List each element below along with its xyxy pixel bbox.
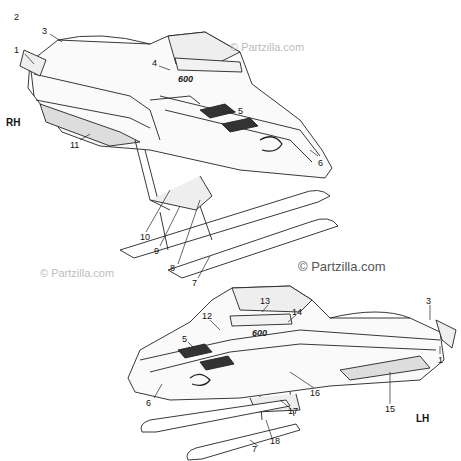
callout-number: 8	[170, 263, 175, 273]
rh-snowmobile	[20, 32, 338, 278]
callout-number: 4	[152, 58, 157, 68]
side-label: RH	[6, 118, 20, 128]
leader-lines	[25, 34, 440, 446]
callout-number: 14	[292, 307, 302, 317]
watermark: © Partzilla.com	[230, 42, 304, 52]
decal-text: 600	[252, 328, 267, 338]
callout-number: 5	[182, 334, 187, 344]
lh-snowmobile	[128, 286, 456, 460]
watermark: © Partzilla.com	[40, 268, 114, 278]
callout-number: 5	[238, 106, 243, 116]
callout-number: 15	[385, 404, 395, 414]
callout-number: 12	[202, 311, 212, 321]
callout-number: 6	[146, 398, 151, 408]
callout-number: 18	[270, 436, 280, 446]
callout-number: 7	[192, 278, 197, 288]
callout-number: 3	[42, 26, 47, 36]
callout-number: 13	[260, 296, 270, 306]
callout-number: 7	[252, 444, 257, 454]
callout-number: 9	[154, 246, 159, 256]
decal-text: 600	[178, 74, 193, 84]
callout-number: 16	[310, 388, 320, 398]
callout-number: 2	[14, 12, 19, 22]
callout-number: 10	[140, 232, 150, 242]
side-label: LH	[416, 414, 429, 424]
callout-number: 17	[288, 406, 298, 416]
callout-number: 3	[426, 296, 431, 306]
callout-number: 1	[438, 355, 443, 365]
watermark: © Partzilla.com	[298, 262, 386, 272]
callout-number: 11	[70, 140, 79, 150]
callout-number: 6	[318, 158, 323, 168]
callout-number: 1	[14, 45, 19, 55]
